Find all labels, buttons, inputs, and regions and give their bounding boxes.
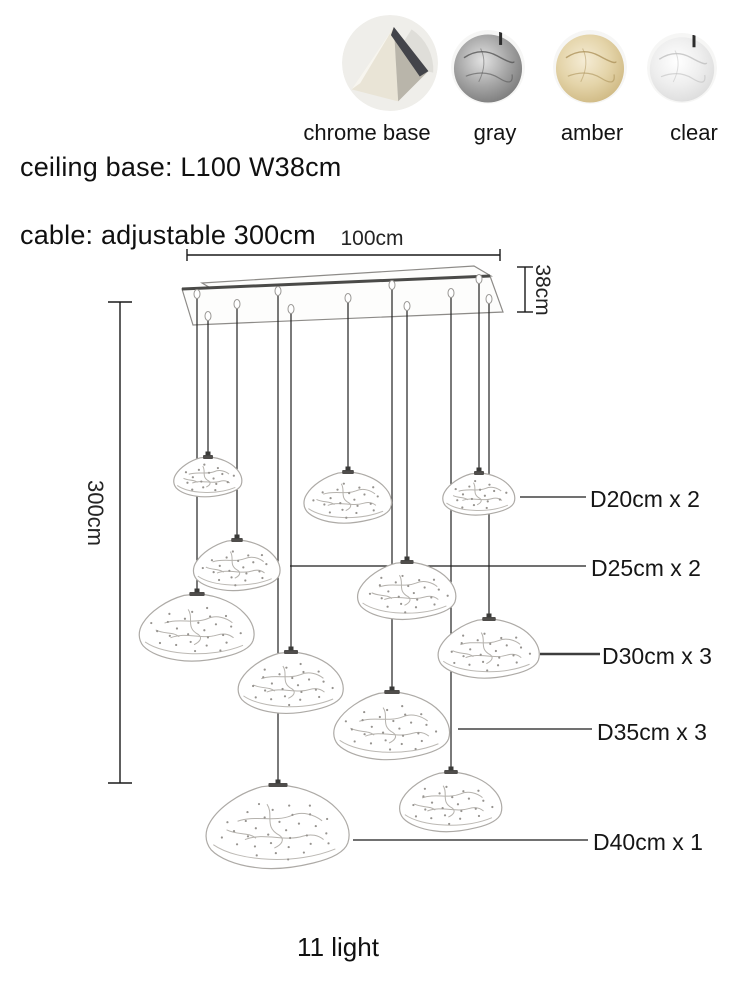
glass-pendant-D35cm	[139, 589, 254, 662]
canopy-nub	[274, 286, 282, 296]
ceiling-plate	[181, 265, 504, 326]
spec-cable: cable: adjustable 300cm	[20, 220, 316, 250]
drop-dimension-label: 300cm	[83, 479, 108, 547]
clear-swatch-image	[647, 33, 717, 103]
glass-pendant-D25cm	[193, 535, 280, 591]
canopy-nub	[193, 289, 201, 299]
swatch-label-gray: gray	[473, 120, 517, 145]
width-dimension-label: 100cm	[340, 227, 404, 250]
canopy-nub	[485, 294, 493, 304]
swatch-amber	[553, 30, 627, 104]
glass-pendant-D25cm	[304, 467, 392, 524]
spec-ceiling-base: ceiling base: L100 W38cm	[20, 152, 342, 182]
glass-pendant-D35cm	[334, 687, 450, 760]
glass-pendant-D35cm	[400, 767, 502, 832]
swatch-clear	[647, 33, 717, 103]
canopy-nub	[475, 274, 483, 284]
dimension-lines	[108, 249, 533, 784]
glass-pendant-D20cm	[443, 468, 515, 516]
light-count-label: 11 light	[297, 932, 379, 962]
swatch-label-chrome: chrome base	[303, 120, 431, 145]
glass-pendant-D30cm	[438, 614, 539, 679]
glass-pendant-D20cm	[174, 452, 242, 497]
swatch-gray	[451, 30, 525, 104]
glass-pendant-D40cm	[206, 780, 349, 869]
swatch-chrome	[342, 15, 438, 111]
size-label-d25: D25cm x 2	[591, 555, 701, 581]
canopy-nub	[403, 301, 411, 311]
canopy-nub	[287, 304, 295, 314]
depth-dimension-label: 38cm	[531, 264, 554, 316]
size-label-d30: D30cm x 3	[602, 643, 712, 669]
size-label-d40: D40cm x 1	[593, 829, 703, 855]
canopy-nub	[233, 299, 241, 309]
glass-pendant-D30cm	[238, 647, 343, 714]
swatch-row: chrome base gray	[0, 0, 750, 150]
swatch-label-clear: clear	[670, 120, 718, 145]
canopy-nub	[388, 280, 396, 290]
chrome-swatch-image	[342, 15, 438, 111]
gray-swatch-image	[451, 30, 525, 104]
size-label-d20: D20cm x 2	[590, 486, 700, 512]
glass-pendant-D30cm	[358, 557, 456, 620]
amber-swatch-image	[553, 30, 627, 104]
canopy-nub	[204, 311, 212, 321]
canopy-nub	[447, 288, 455, 298]
swatch-label-amber: amber	[560, 120, 624, 145]
size-label-d35: D35cm x 3	[597, 719, 707, 745]
canopy-nub	[344, 293, 352, 303]
